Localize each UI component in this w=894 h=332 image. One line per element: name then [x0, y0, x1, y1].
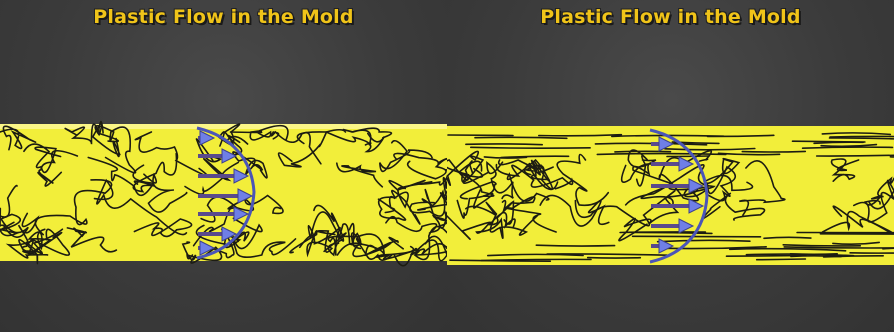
- aligned-chain: [466, 144, 542, 145]
- aligned-chain: [633, 236, 761, 237]
- aligned-chain: [450, 260, 550, 261]
- aligned-chain: [620, 232, 705, 233]
- aligned-chain: [757, 259, 806, 260]
- aligned-chain: [615, 151, 671, 152]
- aligned-chain: [448, 135, 513, 136]
- aligned-chain: [667, 156, 709, 157]
- aligned-chain: [791, 256, 841, 257]
- mold-channel-diagram: [0, 0, 447, 332]
- panel-left-random-flow: Plastic Flow in the Mold: [0, 0, 447, 332]
- panel-right-aligned-flow: Plastic Flow in the Mold: [447, 0, 894, 332]
- aligned-chain: [742, 151, 805, 152]
- mold-channel-diagram: [447, 0, 894, 332]
- aligned-chain: [597, 154, 726, 155]
- aligned-chain: [890, 156, 894, 158]
- channel-top-edge: [0, 124, 447, 129]
- aligned-chain: [536, 245, 614, 246]
- aligned-chain: [471, 147, 590, 148]
